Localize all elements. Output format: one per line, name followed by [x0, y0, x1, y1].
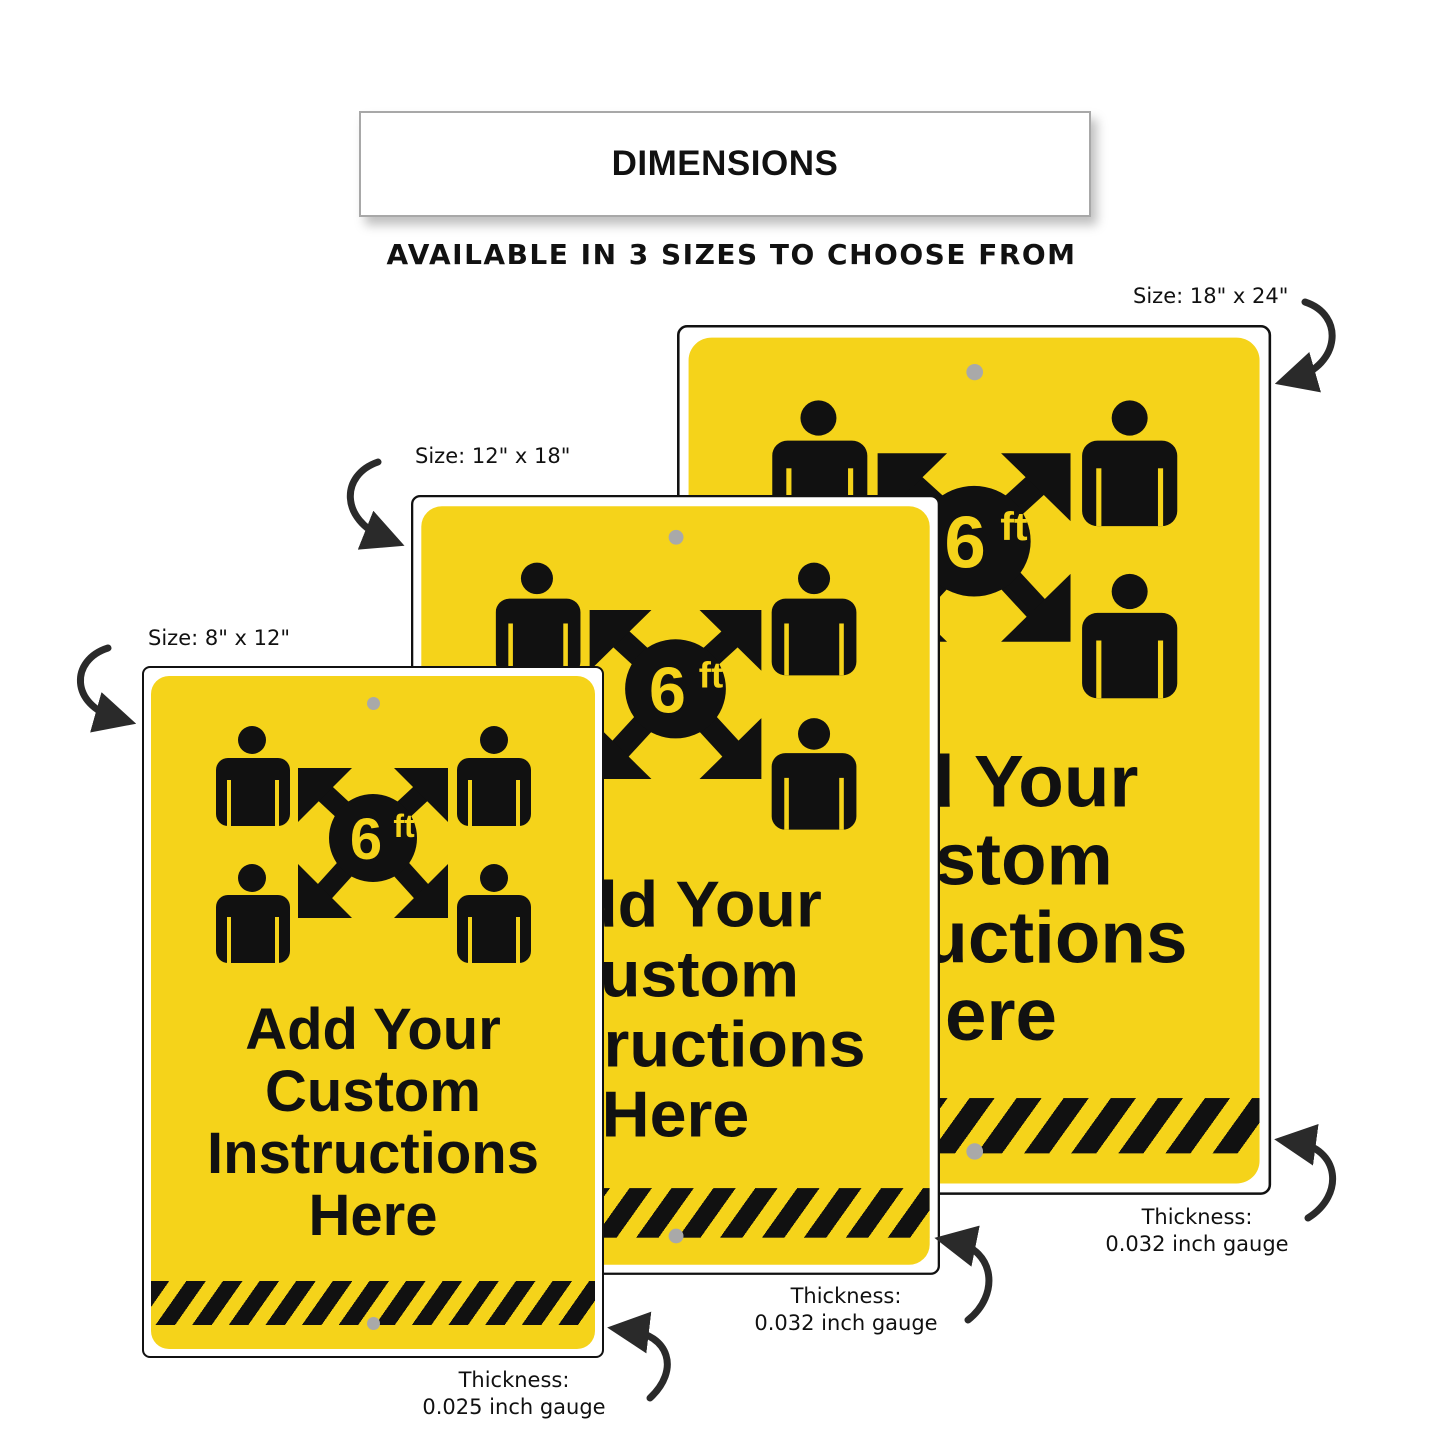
thickness-label: Thickness: [1141, 1205, 1253, 1229]
svg-text:6: 6 [944, 501, 985, 583]
svg-text:ft: ft [393, 808, 415, 844]
size-label-medium: Size: 12" x 18" [415, 444, 571, 468]
thickness-medium: Thickness: 0.032 inch gauge [716, 1283, 976, 1337]
mounting-hole-bottom [966, 1143, 984, 1160]
sign-line: Here [308, 1183, 438, 1248]
curved-arrow-icon [1274, 298, 1336, 393]
sign-line: Custom [265, 1059, 481, 1124]
size-label-small: Size: 8" x 12" [148, 626, 291, 650]
curved-arrow-icon [934, 1225, 993, 1324]
mounting-hole-top [966, 363, 984, 381]
social-distance-pictogram: 6 ft [216, 726, 531, 963]
person-icon [216, 726, 531, 963]
header-subtitle: AVAILABLE IN 3 SIZES TO CHOOSE FROM [386, 238, 1077, 271]
mounting-hole-top [367, 697, 380, 710]
custom-instructions-text: Add Your Custom Instructions Here [142, 999, 604, 1247]
svg-text:6: 6 [649, 653, 686, 726]
thickness-value: 0.032 inch gauge [1105, 1232, 1289, 1256]
thickness-label: Thickness: [790, 1284, 902, 1308]
mounting-hole-bottom [668, 1228, 684, 1244]
svg-text:ft: ft [699, 655, 723, 696]
sign-line: Here [601, 1077, 750, 1151]
svg-text:6: 6 [350, 807, 382, 872]
sign-8x12[interactable]: 6 ft Add Your Custom Instructions Here [142, 666, 604, 1358]
mounting-hole-top [668, 529, 684, 545]
curved-arrow-icon [346, 458, 405, 550]
thickness-label: Thickness: [458, 1368, 570, 1392]
thickness-small: Thickness: 0.025 inch gauge [384, 1367, 644, 1421]
thickness-value: 0.032 inch gauge [754, 1311, 938, 1335]
svg-text:ft: ft [1000, 503, 1028, 548]
curved-arrow-icon [607, 1311, 671, 1402]
header-title: DIMENSIONS [611, 144, 839, 183]
thickness-large: Thickness: 0.032 inch gauge [1067, 1204, 1327, 1258]
thickness-value: 0.025 inch gauge [422, 1395, 606, 1419]
size-label-large: Size: 18" x 24" [1133, 284, 1289, 308]
mounting-hole-bottom [367, 1317, 380, 1330]
curved-arrow-icon [1274, 1123, 1337, 1222]
curved-arrow-icon [77, 644, 137, 733]
sign-line: Add Your [245, 997, 501, 1062]
dimensions-header: DIMENSIONS [359, 111, 1091, 217]
sign-line: Instructions [207, 1121, 539, 1186]
